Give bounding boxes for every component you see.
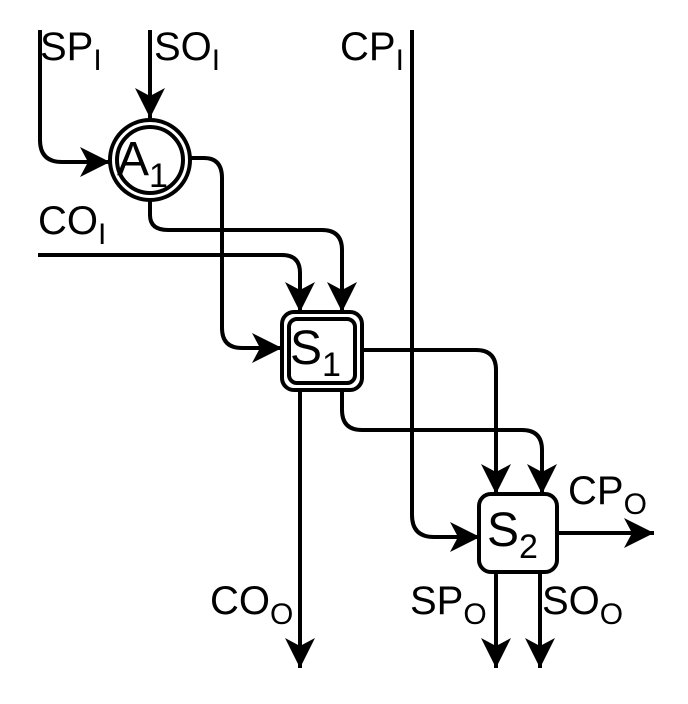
wire-co-i-to-s1: [38, 253, 315, 312]
label-co-o: COO: [210, 579, 293, 631]
node-s1: S1: [280, 310, 364, 392]
node-s2: S2: [477, 492, 559, 574]
label-co-i: COI: [38, 199, 106, 251]
node-a1-label: A1: [117, 133, 168, 195]
label-sp-o: SPO: [410, 579, 487, 631]
port-labels: SPI SOI CPI COI COO CPO SPO SOO: [38, 25, 647, 631]
label-sp-i: SPI: [40, 25, 102, 77]
label-cp-i: CPI: [340, 25, 404, 77]
wire-s1-to-s2-top-right: [340, 390, 557, 494]
wire-sp-i-to-a1: [38, 30, 110, 177]
wire-s1-to-s2-top-left: [362, 348, 511, 494]
wire-a1-to-s1-top: [148, 200, 357, 312]
node-s2-label: S2: [487, 504, 538, 566]
label-so-i: SOI: [154, 25, 220, 77]
wire-cp-i-to-s2: [410, 30, 480, 552]
label-so-o: SOO: [542, 579, 623, 631]
node-s1-label: S1: [290, 322, 341, 384]
connections: [38, 30, 654, 668]
node-a1: A1: [108, 118, 192, 202]
label-cp-o: CPO: [568, 469, 647, 521]
